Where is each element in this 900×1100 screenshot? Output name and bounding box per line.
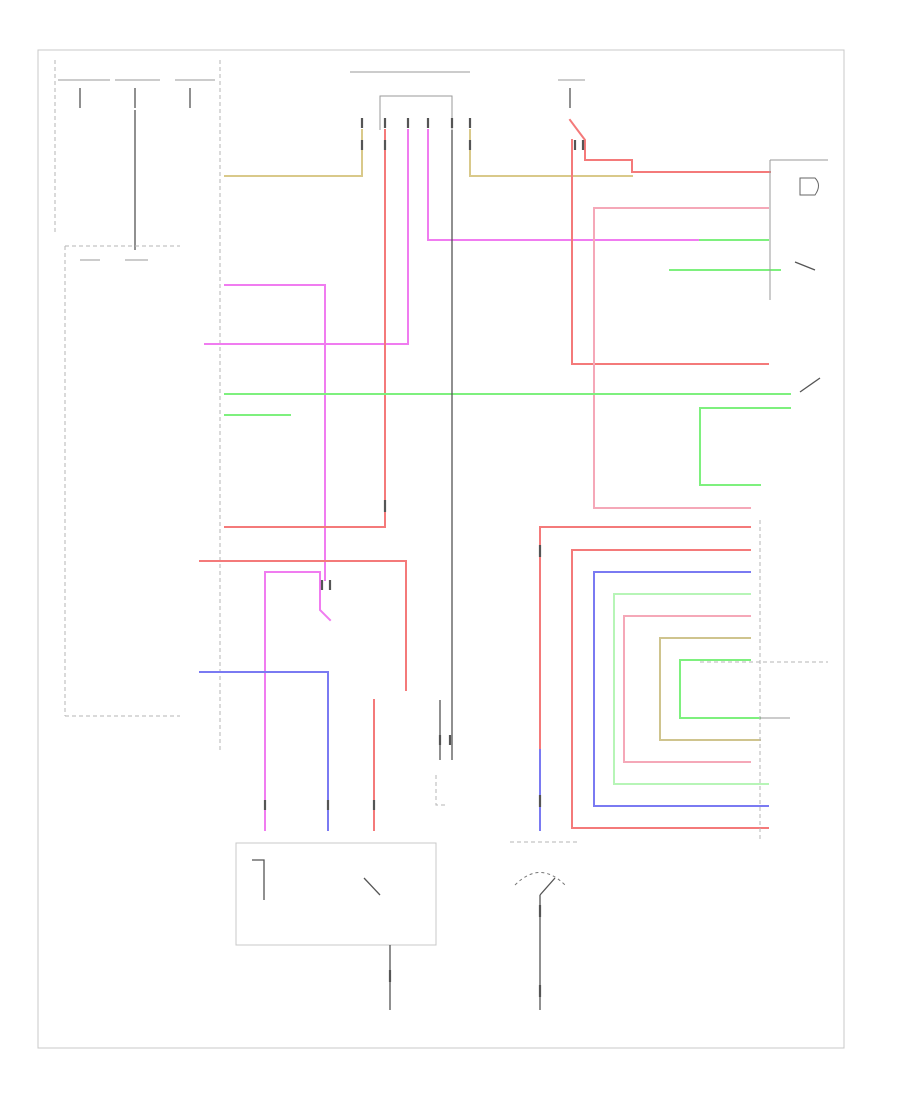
right-component-box: [769, 159, 828, 300]
fuse-icon: [79, 88, 191, 108]
wire-red: [199, 118, 771, 831]
control-module-box: [64, 245, 180, 717]
wire-light-green: [613, 593, 769, 785]
wire-green: [224, 239, 791, 719]
right-connector-box: [700, 520, 828, 840]
wire-blue: [199, 571, 769, 831]
connector-ticks: [263, 500, 542, 810]
diagram-frame: [37, 49, 845, 1049]
switch-icon: [799, 377, 821, 393]
wire-olive: [659, 637, 761, 741]
relay-column: [435, 130, 453, 806]
lower-module-box: [235, 842, 437, 946]
fuse-icon: [558, 79, 585, 150]
wire-magenta: [204, 129, 763, 831]
fuse-block-group: [54, 60, 221, 750]
switch-icon: [510, 841, 580, 896]
wire-pink: [593, 207, 769, 763]
connector-icon: [350, 71, 472, 150]
